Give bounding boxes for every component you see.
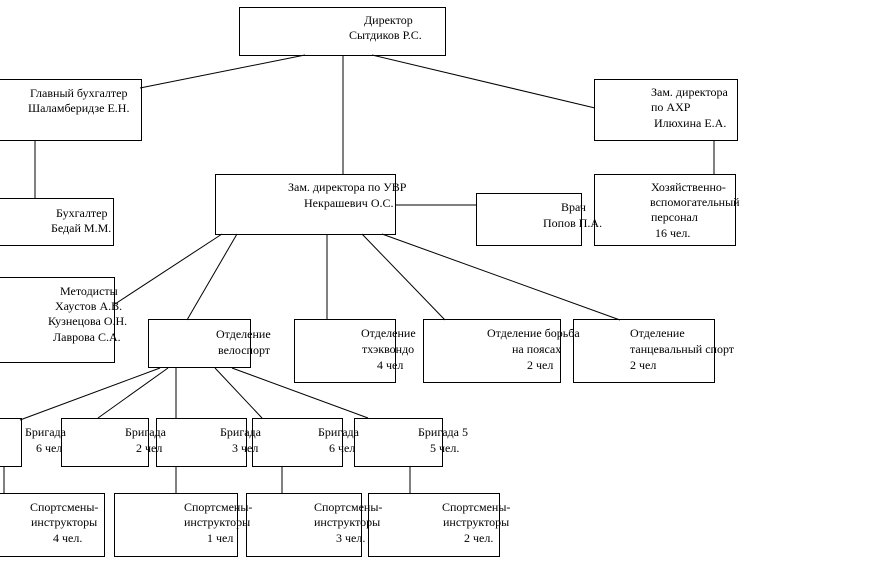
instructors-1-count: 4 чел.: [53, 531, 83, 545]
methodists-name-1: Хаустов А.В.: [55, 299, 123, 313]
instructors-1-line1: Спортсмены-: [30, 500, 99, 514]
dept-dance-sport: танцевальный спорт: [630, 342, 735, 356]
service-staff-count: 16 чел.: [655, 226, 691, 240]
dept-taekwondo-title: Отделение: [361, 326, 416, 340]
deputy-ahr-box: [594, 79, 738, 141]
director-title: Директор: [364, 13, 413, 27]
brigade-2-count: 2 чел: [136, 441, 163, 455]
brigade-2-title: Бригада: [125, 425, 166, 439]
dept-dance-box: [573, 319, 715, 383]
dept-wrestling-count: 2 чел: [527, 358, 554, 372]
director-name: Сытдиков Р.С.: [349, 28, 422, 42]
line-cycling-brigade-4: [214, 367, 263, 419]
instructors-box-3: [246, 493, 362, 557]
methodists-name-2: Кузнецова О.Н.: [48, 314, 128, 328]
line-deputy-uvr-cycling: [186, 233, 238, 321]
dept-taekwondo-box: [294, 319, 396, 383]
dept-cycling-sport: велоспорт: [218, 343, 271, 357]
doctor-name: Попов П.А.: [543, 216, 603, 230]
instructors-4-count: 2 чел.: [464, 531, 494, 545]
dept-dance-count: 2 чел: [630, 358, 657, 372]
dept-taekwondo-count: 4 чел: [377, 358, 404, 372]
brigade-5-count: 5 чел.: [430, 441, 460, 455]
brigade-box-1: [0, 418, 22, 467]
brigade-3-title: Бригада: [220, 425, 261, 439]
brigade-box-3: [156, 418, 247, 467]
instructors-1-line2: инструкторы: [31, 515, 98, 529]
methodists-name-3: Лаврова С.А.: [53, 330, 121, 344]
line-deputy-uvr-dance: [381, 233, 621, 321]
line-cycling-brigade-1: [19, 367, 161, 421]
brigade-1-count: 6 чел: [36, 441, 63, 455]
dept-wrestling-sport: на поясах: [512, 342, 562, 356]
doctor-box: [476, 193, 582, 246]
instructors-2-line2: инструкторы: [184, 515, 251, 529]
brigade-1-title: Бригада: [25, 425, 66, 439]
brigade-box-5: [354, 418, 443, 467]
instructors-4-line2: инструкторы: [443, 515, 510, 529]
dept-taekwondo-sport: тхэквондо: [362, 342, 415, 356]
instructors-3-count: 3 чел.: [336, 531, 366, 545]
instructors-box-4: [368, 493, 500, 557]
instructors-3-line1: Спортсмены-: [314, 500, 383, 514]
deputy-uvr-name: Некрашевич О.С.: [304, 196, 394, 210]
service-staff-line3: персонал: [651, 210, 698, 224]
line-deputy-uvr-methodists: [114, 233, 223, 305]
methodists-box: [0, 277, 115, 363]
instructors-box-2: [114, 493, 238, 557]
accountant-name: Бедай М.М.: [51, 221, 112, 235]
deputy-ahr-name: Илюхина Е.А.: [654, 116, 727, 130]
line-deputy-uvr-wrestling: [361, 233, 446, 321]
brigade-4-title: Бригада: [318, 425, 359, 439]
line-director-chief-accountant: [139, 54, 306, 89]
line-cycling-brigade-5: [231, 367, 369, 419]
line-director-deputy-ahr: [371, 54, 596, 109]
deputy-ahr-title: Зам. директора: [651, 85, 728, 99]
dept-wrestling-box: [423, 319, 561, 383]
brigade-3-count: 3 чел: [232, 441, 259, 455]
chief-accountant-name: Шаламберидзе Е.Н.: [28, 101, 130, 115]
accountant-title: Бухгалтер: [56, 206, 108, 220]
brigade-5-title: Бригада 5: [418, 425, 468, 439]
deputy-ahr-dept: по АХР: [651, 100, 691, 114]
brigade-box-2: [61, 418, 149, 467]
dept-dance-title: Отделение: [630, 326, 685, 340]
dept-wrestling-title: Отделение борьба: [487, 326, 580, 340]
instructors-4-line1: Спортсмены-: [442, 500, 511, 514]
chief-accountant-title: Главный бухгалтер: [30, 86, 128, 100]
dept-cycling-title: Отделение: [216, 327, 271, 341]
instructors-box-1: [0, 493, 105, 557]
methodists-title: Методисты: [60, 284, 118, 298]
deputy-uvr-title: Зам. директора по УВР: [288, 180, 407, 194]
deputy-uvr-box: [215, 174, 396, 235]
dept-cycling-box: [148, 319, 251, 368]
doctor-title: Врач: [561, 200, 586, 214]
director-box: [239, 7, 446, 56]
instructors-2-count: 1 чел: [207, 531, 234, 545]
brigade-box-4: [252, 418, 343, 467]
instructors-2-line1: Спортсмены-: [184, 500, 253, 514]
brigade-4-count: 6 чел: [329, 441, 356, 455]
service-staff-line2: вспомогательный: [650, 195, 740, 209]
chief-accountant-box: [0, 79, 142, 141]
service-staff-box: [594, 174, 736, 246]
instructors-3-line2: инструкторы: [314, 515, 381, 529]
line-cycling-brigade-2: [97, 367, 169, 419]
accountant-box: [0, 198, 114, 246]
service-staff-line1: Хозяйственно-: [651, 180, 726, 194]
